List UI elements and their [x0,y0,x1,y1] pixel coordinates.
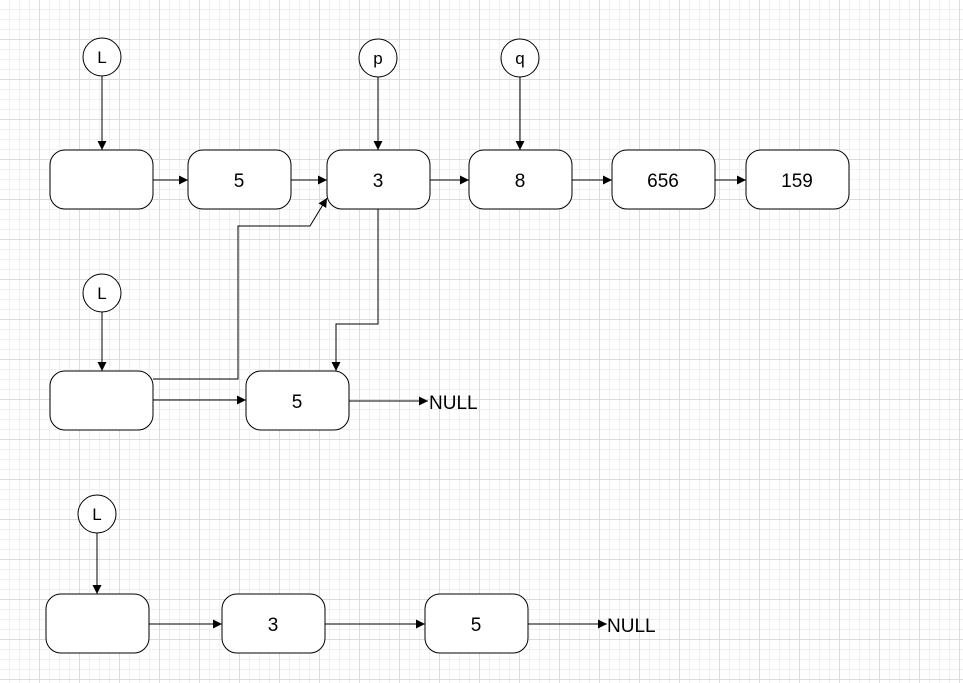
row2-node-5: 5 [245,370,350,431]
row1-head-node [49,149,154,210]
row1-node-656-label: 656 [647,171,679,192]
row2-edge-head-to-row1-3 [153,197,328,380]
row1-node-8: 8 [468,149,573,210]
pointer-l-row3-label: L [92,505,101,524]
pointer-p-row1: p [358,38,398,78]
row1-node-656: 656 [611,149,716,210]
pointer-p-row1-label: p [373,49,382,68]
row3-node-3: 3 [221,593,326,654]
row1-node-5: 5 [187,149,292,210]
row3-null-label: NULL [607,616,656,637]
row1-node-3-label: 3 [373,171,384,192]
row2-node-5-label: 5 [292,392,303,413]
row3-node-3-label: 3 [268,615,279,636]
row3-node-5: 5 [424,593,529,654]
row1-3-to-row2-5-edge [331,209,379,371]
row1-node-8-label: 8 [515,171,526,192]
row1-node-159-label: 159 [781,171,813,192]
row1-node-159: 159 [745,149,850,210]
row2-null-label: NULL [429,393,478,414]
row3-head-node [45,593,150,654]
row2-head-node [49,370,154,431]
row3-node-5-label: 5 [471,615,482,636]
row1-node-5-label: 5 [234,171,245,192]
pointer-q-row1-label: q [515,49,524,68]
pointer-l-row2-label: L [97,284,106,303]
pointer-l-row3: L [77,494,117,534]
pointer-l-row1-label: L [97,48,106,67]
pointer-l-row1: L [82,37,122,77]
row1-node-3: 3 [326,149,431,210]
pointer-l-row2: L [82,273,122,313]
pointer-q-row1: q [500,38,540,78]
